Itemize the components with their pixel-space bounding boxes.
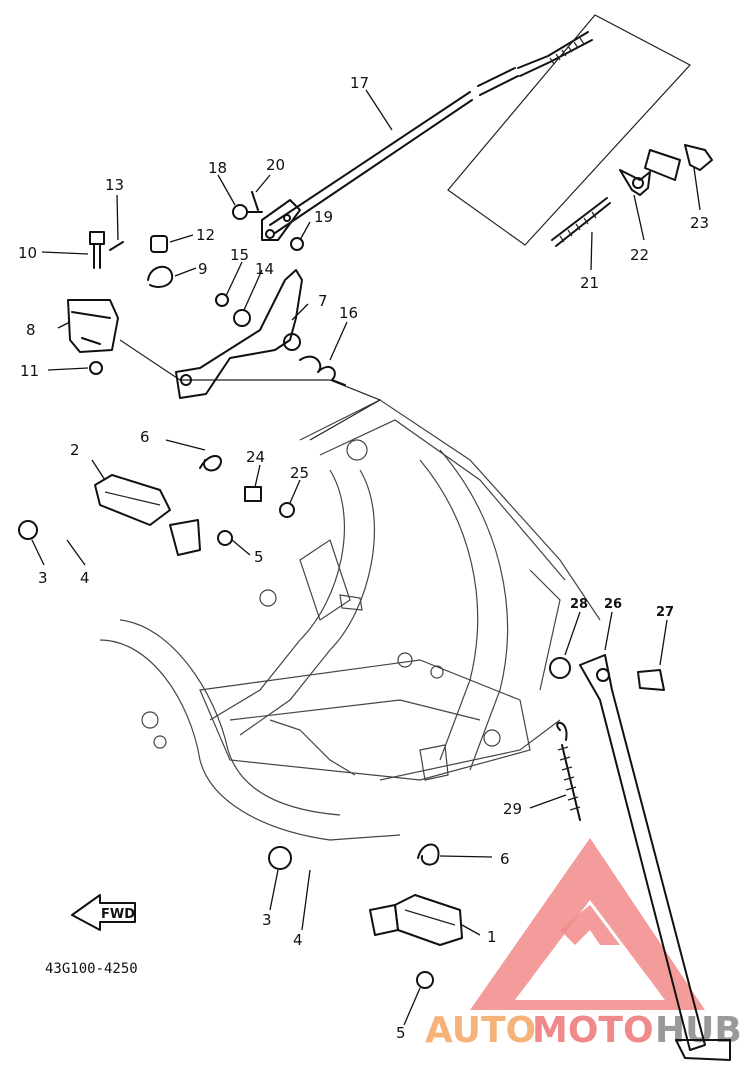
- part-21-adjuster-bolt: [551, 197, 611, 247]
- callout-6-upper: 6: [140, 428, 150, 446]
- callout-3-lower: 3: [262, 911, 272, 929]
- callout-29: 29: [503, 800, 522, 818]
- callout-22: 22: [630, 246, 649, 264]
- part-13-clip: [109, 241, 124, 251]
- callout-2: 2: [70, 441, 80, 459]
- part-29-spring: [556, 721, 581, 821]
- callout-8: 8: [26, 321, 36, 339]
- callout-19: 19: [314, 208, 333, 226]
- part-23-adjuster: [644, 144, 713, 181]
- leader-lines: [31, 89, 701, 1026]
- callout-11: 11: [20, 362, 39, 380]
- detail-frame: [447, 14, 691, 246]
- callout-4-upper: 4: [80, 569, 90, 587]
- callout-6-lower: 6: [500, 850, 510, 868]
- callout-15: 15: [230, 246, 249, 264]
- part-14-collar: [233, 309, 251, 327]
- part-26-side-stand: [579, 654, 731, 1061]
- callout-27: 27: [656, 605, 674, 620]
- callout-17: 17: [350, 74, 369, 92]
- part-footrest-bracket-upper: [169, 519, 201, 556]
- callout-25: 25: [290, 464, 309, 482]
- part-footrest-bracket-lower: [369, 904, 399, 936]
- callout-3-upper: 3: [38, 569, 48, 587]
- callout-4-lower: 4: [293, 931, 303, 949]
- part-6-spring-upper: [199, 455, 222, 472]
- callout-5-lower: 5: [396, 1024, 406, 1042]
- part-16-spring: [299, 355, 346, 386]
- callout-12: 12: [196, 226, 215, 244]
- part-10-bolt: [89, 231, 105, 269]
- part-5-washer-lower: [416, 971, 434, 989]
- callout-10: 10: [18, 244, 37, 262]
- callout-26: 26: [604, 597, 622, 612]
- fwd-arrow: FWD: [71, 894, 136, 931]
- callout-14: 14: [255, 260, 274, 278]
- fwd-label: FWD: [101, 907, 135, 922]
- callout-20: 20: [266, 156, 285, 174]
- callout-23: 23: [690, 214, 709, 232]
- part-5-washer-upper: [217, 530, 233, 546]
- part-20-clip: [251, 191, 259, 211]
- part-11-nut: [89, 361, 103, 375]
- part-28-collar: [549, 657, 571, 679]
- part-27-bolt: [637, 669, 665, 691]
- part-1-footrest-lower: [394, 894, 463, 946]
- part-24-bolt: [244, 486, 262, 502]
- part-25-nut: [279, 502, 295, 518]
- part-17-rod: [261, 31, 593, 241]
- callout-9: 9: [198, 260, 208, 278]
- part-12-collar: [150, 235, 168, 253]
- motorcycle-frame: [99, 339, 601, 841]
- logo-triangle: [470, 838, 705, 1010]
- callout-13: 13: [105, 176, 124, 194]
- callout-18: 18: [208, 159, 227, 177]
- part-9-spring: [147, 265, 174, 288]
- part-15-clip: [215, 293, 229, 307]
- callout-28: 28: [570, 597, 588, 612]
- part-6-spring-lower: [417, 843, 440, 866]
- watermark-auto: AUTO: [425, 1010, 536, 1051]
- part-18-pin: [232, 204, 248, 220]
- callout-5-upper: 5: [254, 548, 264, 566]
- part-2-footrest-upper: [94, 474, 171, 526]
- part-22-wing-nut: [619, 169, 651, 196]
- part-7-brake-pedal: [175, 269, 303, 399]
- callout-16: 16: [339, 304, 358, 322]
- callout-24: 24: [246, 448, 265, 466]
- callout-1: 1: [487, 928, 497, 946]
- diagram-code: 43G100-4250: [45, 961, 138, 977]
- callout-21: 21: [580, 274, 599, 292]
- part-19-washer: [290, 237, 304, 251]
- callout-numbers: 1 2 3 3 4 4 5 5 6 6 7 8 9 10 11 12 13 14…: [18, 74, 709, 1042]
- callout-7: 7: [318, 292, 328, 310]
- watermark-moto: MOTO: [532, 1010, 654, 1051]
- watermark-logo: AUTO MOTO HUB: [425, 838, 742, 1051]
- logo-inner-mark: [560, 905, 620, 945]
- part-3-pin-upper: [18, 520, 38, 540]
- part-8-bracket: [67, 299, 119, 353]
- part-3-pin-lower: [268, 846, 292, 870]
